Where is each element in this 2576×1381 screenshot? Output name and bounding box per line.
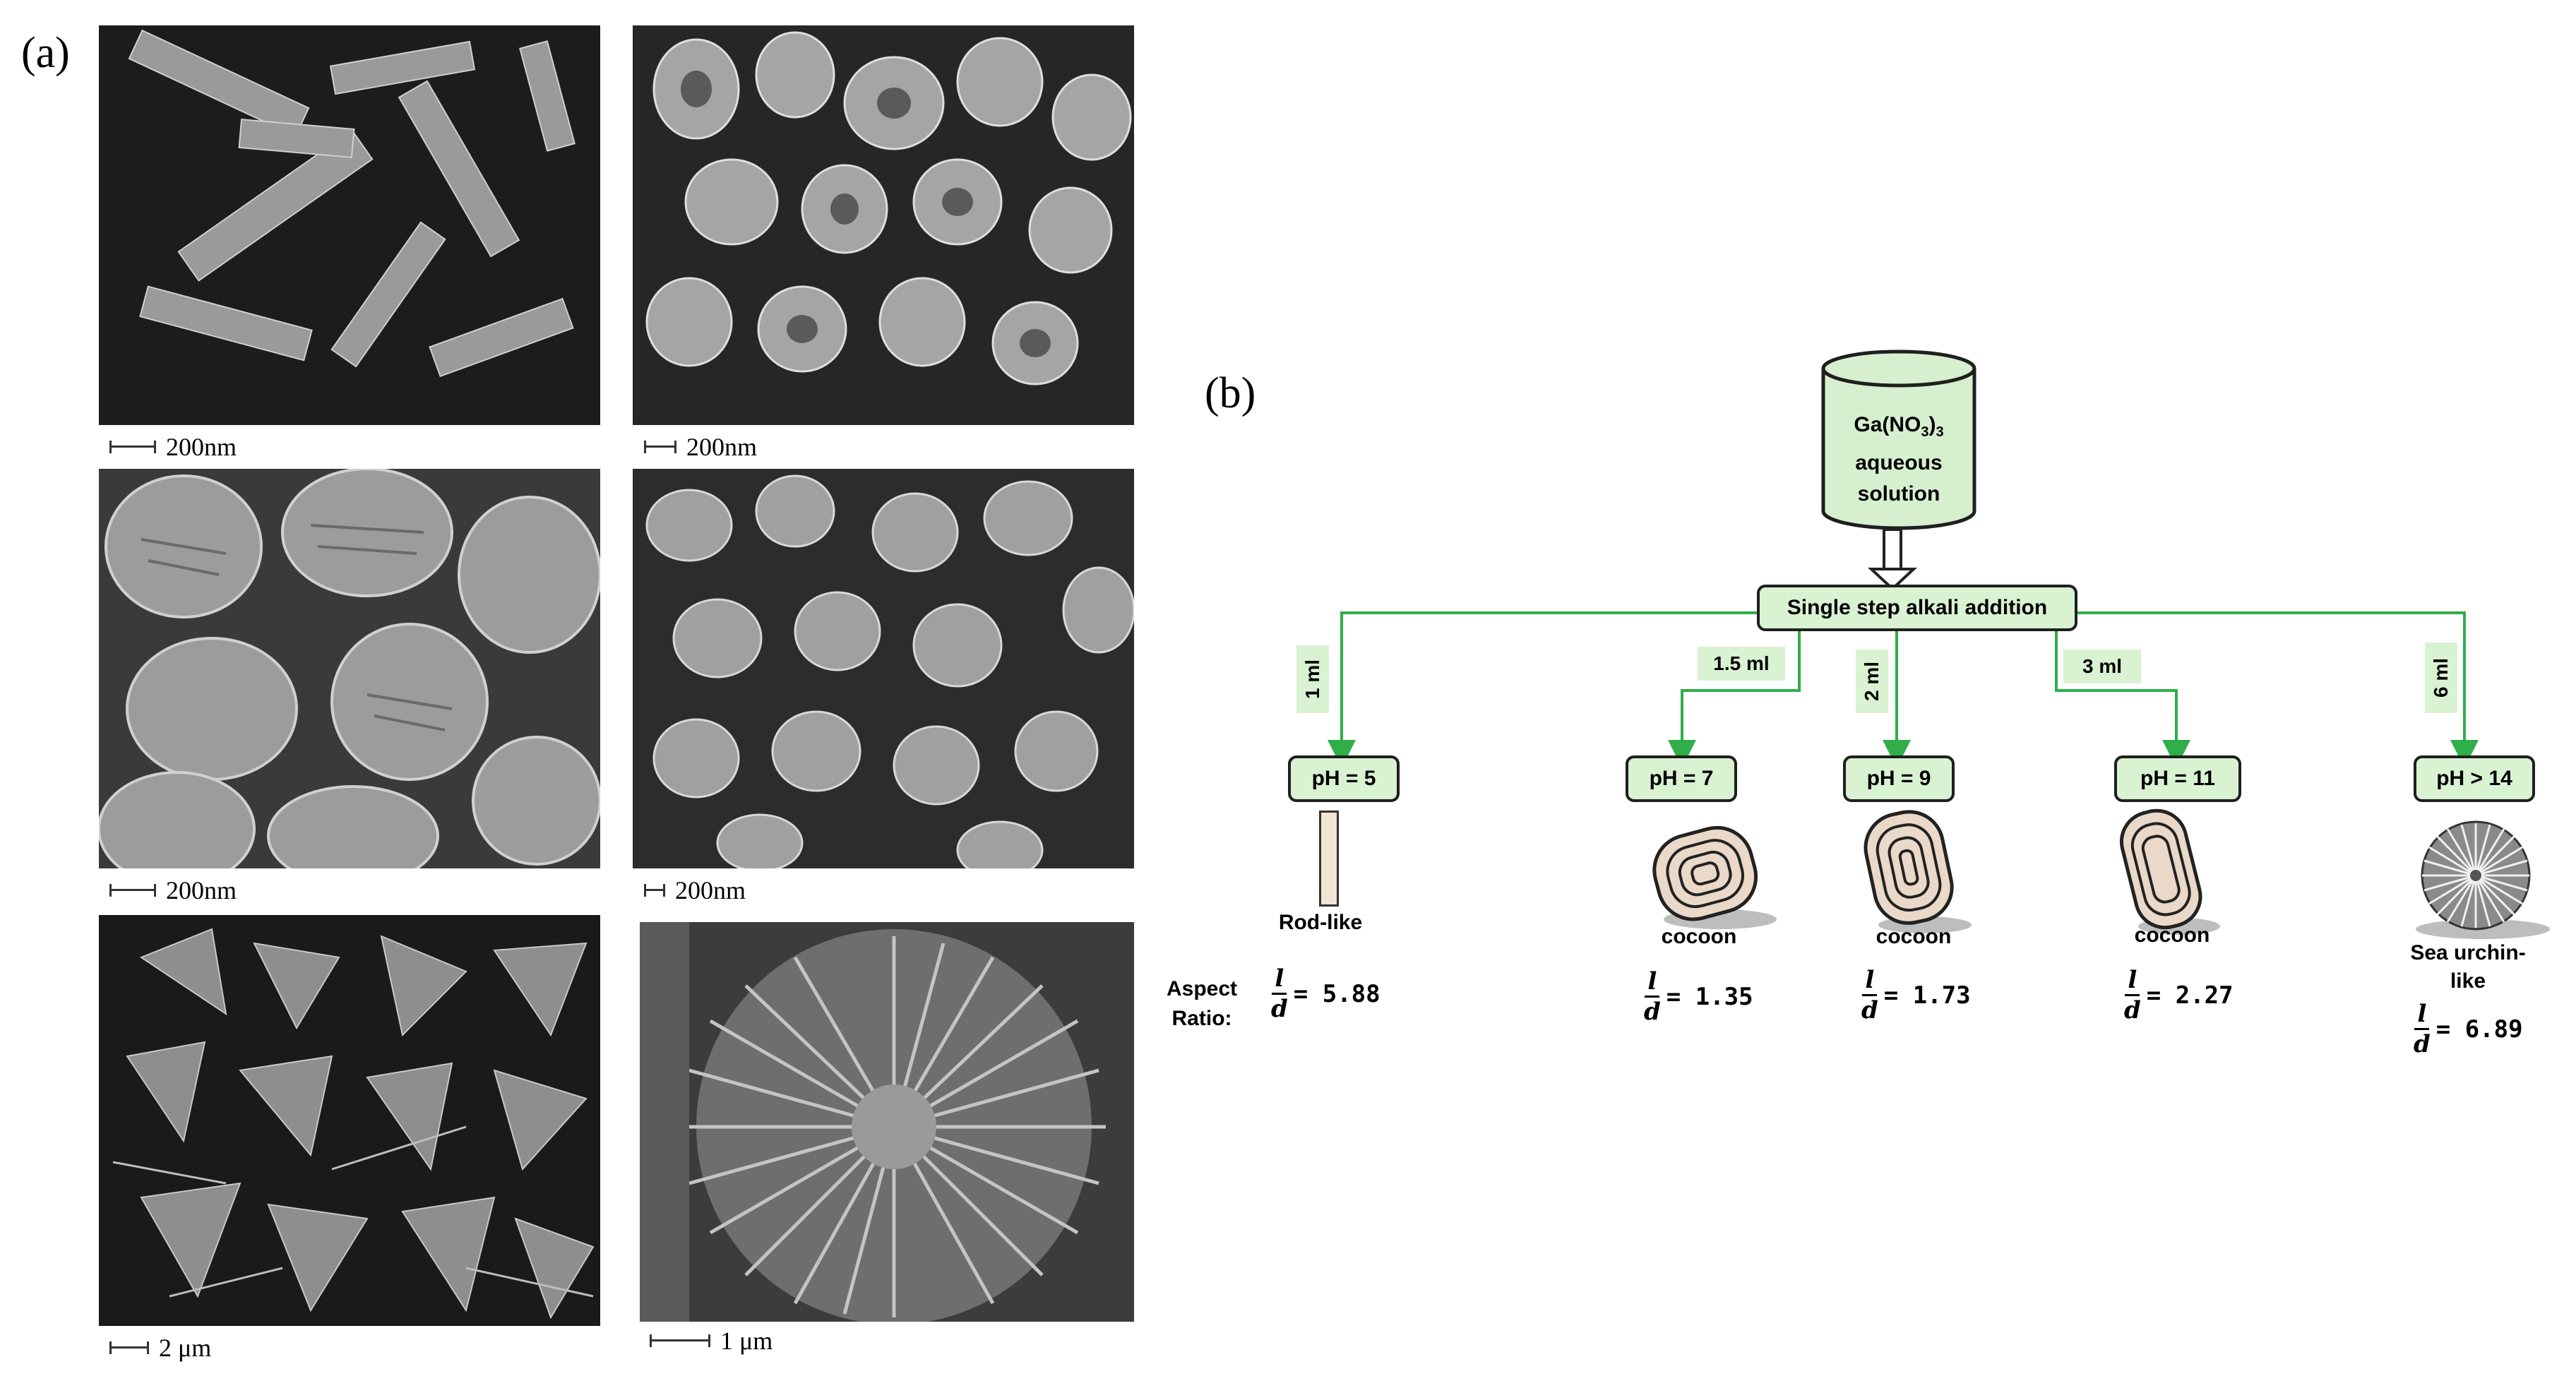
sem-cocoons-dense xyxy=(633,469,1134,868)
shape-label-1: Rod-like xyxy=(1278,911,1363,934)
sem-rods xyxy=(99,25,600,425)
shape-label-2: cocoon xyxy=(1661,925,1737,948)
ph-box-4: pH = 11 xyxy=(2114,755,2241,802)
process-box: Single step alkali addition xyxy=(1757,585,2077,631)
shape-label-5-line1: Sea urchin- xyxy=(2410,941,2526,964)
scalebar-1: 200nm xyxy=(109,432,237,462)
volume-label-1: 1 ml xyxy=(1296,645,1329,713)
shape-label-3: cocoon xyxy=(1876,925,1952,948)
ph-box-1: pH = 5 xyxy=(1288,755,1400,802)
source-label: Ga(NO3)3 aqueous solution xyxy=(1819,409,1979,510)
scalebar-6: 1 μm xyxy=(650,1326,773,1356)
scalebar-2: 200nm xyxy=(644,432,757,462)
source-cylinder xyxy=(1819,347,1979,532)
scalebar-3: 200nm xyxy=(109,875,237,905)
aspect-label-line2: Ratio: xyxy=(1171,1007,1232,1030)
panel-a-label: (a) xyxy=(21,29,70,77)
shape-label-5: Sea urchin- like xyxy=(2394,939,2542,996)
ph-box-3: pH = 9 xyxy=(1843,755,1955,802)
volume-label-5: 6 ml xyxy=(2425,642,2457,713)
volume-label-4: 3 ml xyxy=(2063,650,2141,683)
ph-box-5: pH > 14 xyxy=(2414,755,2535,802)
source-line2: aqueous xyxy=(1855,451,1943,474)
sem-cocoons-large xyxy=(99,469,600,868)
scalebar-5: 2 μm xyxy=(109,1333,211,1363)
source-formula: Ga(NO3)3 xyxy=(1854,413,1944,440)
cocoon-illustration-2 xyxy=(1864,810,1972,933)
cocoon-illustration-3 xyxy=(2119,808,2220,935)
source-line3: solution xyxy=(1857,482,1940,506)
sem-cocoons-small xyxy=(633,25,1134,425)
aspect-ratio-label: Aspect Ratio: xyxy=(1167,974,1237,1034)
volume-label-2: 1.5 ml xyxy=(1698,647,1785,681)
sem-urchins-overview xyxy=(99,915,600,1326)
aspect-label-line1: Aspect xyxy=(1167,977,1238,1000)
panel-b-label: (b) xyxy=(1205,369,1256,417)
volume-label-3: 2 ml xyxy=(1856,650,1888,713)
source-arrow xyxy=(1867,528,1918,591)
shape-label-5-line2: like xyxy=(2450,969,2486,993)
ph-box-2: pH = 7 xyxy=(1626,755,1737,802)
scalebar-4: 200nm xyxy=(644,875,746,905)
sem-urchin-closeup xyxy=(640,922,1134,1322)
cocoon-illustration-1 xyxy=(1652,825,1777,929)
shape-label-4: cocoon xyxy=(2134,923,2210,947)
rod-illustration xyxy=(1319,811,1339,907)
sea-urchin-illustration xyxy=(2416,820,2550,939)
